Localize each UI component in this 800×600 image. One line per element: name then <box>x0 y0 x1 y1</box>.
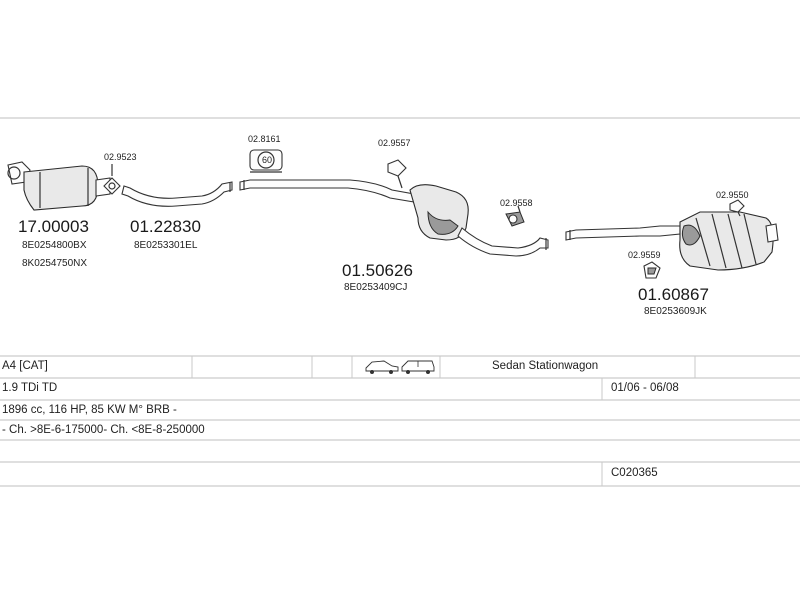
mount-02-9558-part[interactable] <box>505 205 525 227</box>
mount-02-9559-part[interactable] <box>643 261 661 279</box>
front-pipe-ref: 8E0253301EL <box>134 240 198 251</box>
mount-c-code: 02.9550 <box>716 190 749 200</box>
rear-silencer-part[interactable] <box>565 211 779 271</box>
front-pipe-part[interactable] <box>121 181 233 207</box>
hanger-code: 02.8161 <box>248 134 281 144</box>
dpf-part[interactable] <box>7 161 111 211</box>
mount-a-code: 02.9558 <box>500 198 533 208</box>
dpf-ref-1: 8E0254800BX <box>22 240 87 251</box>
gasket-code: 02.9523 <box>104 152 137 162</box>
clamp-part[interactable] <box>387 159 407 189</box>
middle-pipe-code: 01.50626 <box>342 261 413 280</box>
system-code-cell: C020365 <box>611 467 658 479</box>
dpf-code: 17.00003 <box>18 217 89 236</box>
rear-silencer-ref: 8E0253609JK <box>644 306 707 317</box>
hanger-mark: 60 <box>262 155 272 165</box>
model-cell: A4 [CAT] <box>2 360 48 372</box>
specs-cell: 1896 cc, 116 HP, 85 KW M° BRB - <box>2 404 177 416</box>
gasket-part[interactable] <box>103 164 121 195</box>
middle-pipe-ref: 8E0253409CJ <box>344 282 407 293</box>
mount-b-code: 02.9559 <box>628 250 661 260</box>
front-pipe-code: 01.22830 <box>130 217 201 236</box>
rear-silencer-code: 01.60867 <box>638 285 709 304</box>
stationwagon-car-icon <box>401 360 435 374</box>
chassis-cell: - Ch. >8E-6-175000- Ch. <8E-8-250000 <box>2 424 205 436</box>
period-cell: 01/06 - 06/08 <box>611 382 679 394</box>
mount-02-9550-part[interactable] <box>729 199 745 217</box>
hanger-part[interactable] <box>249 149 283 173</box>
body-types-cell: Sedan Stationwagon <box>492 360 599 372</box>
engine-cell: 1.9 TDi TD <box>2 382 58 394</box>
dpf-ref-2: 8K0254750NX <box>22 258 87 269</box>
middle-pipe-part[interactable] <box>239 179 549 257</box>
clamp-code: 02.9557 <box>378 138 411 148</box>
sedan-car-icon <box>365 360 399 374</box>
